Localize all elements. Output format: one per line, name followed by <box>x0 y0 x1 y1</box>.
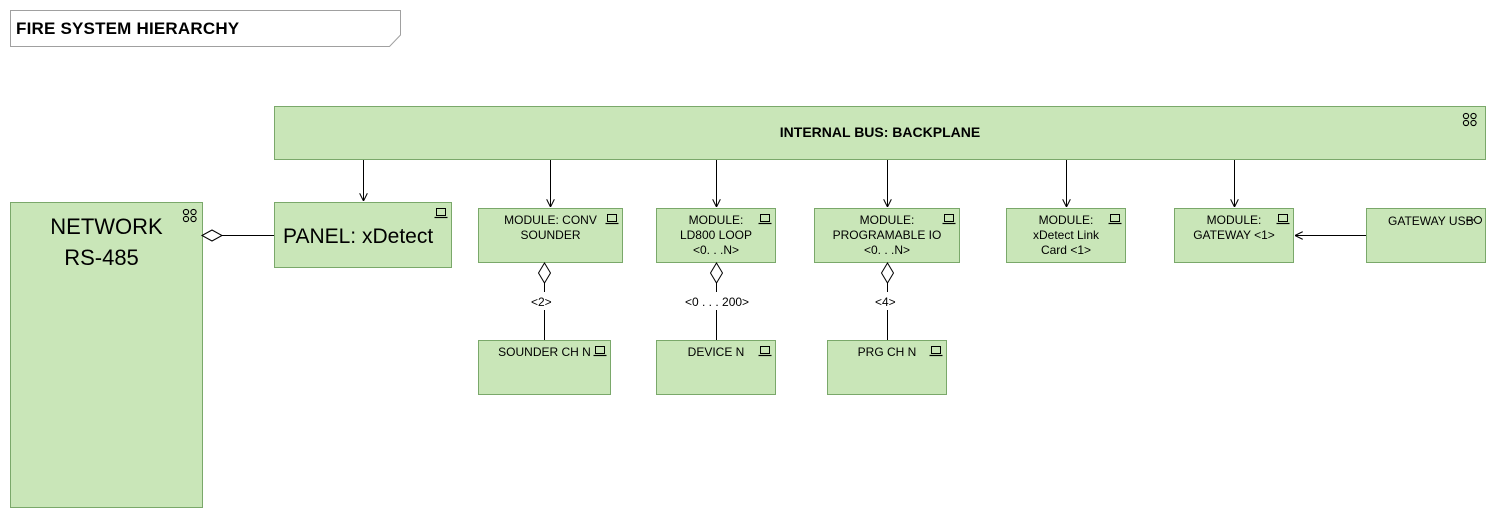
gateway-usb-node[interactable]: GATEWAY USB <box>1366 208 1486 263</box>
interface-icon <box>1466 216 1482 224</box>
device-label: DEVICE N <box>687 345 745 359</box>
gateway-module-label: MODULE: GATEWAY <1> <box>1193 213 1275 242</box>
xdetect-link-label: MODULE: xDetect Link Card <1> <box>1032 213 1100 257</box>
gateway-usb-label: GATEWAY USB <box>1388 214 1474 228</box>
programable-io-label: MODULE: PROGRAMABLE IO <0. . .N> <box>832 213 942 257</box>
sounder-aggregation-diamond <box>537 262 552 284</box>
device-icon <box>758 214 772 225</box>
network-node[interactable]: NETWORK RS-485 <box>10 202 203 508</box>
sounder-multiplicity: <2> <box>530 295 553 309</box>
conv-sounder-label: MODULE: CONV SOUNDER <box>504 213 597 242</box>
network-label: NETWORK RS-485 <box>50 214 163 270</box>
device-icon <box>605 214 619 225</box>
device-icon <box>929 346 943 357</box>
sounder-channel-node[interactable]: SOUNDER CH N <box>478 340 611 395</box>
device-icon <box>1108 214 1122 225</box>
diagram-title: FIRE SYSTEM HIERARCHY <box>16 19 240 38</box>
panel-label: PANEL: xDetect <box>283 225 434 248</box>
device-icon <box>942 214 956 225</box>
panel-node[interactable]: PANEL: xDetect <box>274 202 452 268</box>
node-icon <box>182 208 197 223</box>
node-icon <box>1462 112 1477 127</box>
device-aggregation-diamond <box>709 262 724 284</box>
xdetect-link-module-node[interactable]: MODULE: xDetect Link Card <1> <box>1006 208 1126 263</box>
device-icon <box>434 208 448 219</box>
internal-bus-node[interactable]: INTERNAL BUS: BACKPLANE <box>274 106 1486 160</box>
device-multiplicity: <0 . . . 200> <box>684 295 751 309</box>
device-icon <box>593 346 607 357</box>
ld800-loop-label: MODULE: LD800 LOOP <0. . .N> <box>679 213 753 257</box>
prg-channel-node[interactable]: PRG CH N <box>827 340 947 395</box>
conv-sounder-module-node[interactable]: MODULE: CONV SOUNDER <box>478 208 623 263</box>
network-aggregation-diamond <box>200 229 224 242</box>
prg-aggregation-diamond <box>880 262 895 284</box>
prg-channel-label: PRG CH N <box>857 345 917 359</box>
internal-bus-label: INTERNAL BUS: BACKPLANE <box>779 124 981 140</box>
programable-io-module-node[interactable]: MODULE: PROGRAMABLE IO <0. . .N> <box>814 208 960 263</box>
prg-multiplicity: <4> <box>874 295 897 309</box>
gateway-module-node[interactable]: MODULE: GATEWAY <1> <box>1174 208 1294 263</box>
device-icon <box>758 346 772 357</box>
device-icon <box>1276 214 1290 225</box>
ld800-loop-module-node[interactable]: MODULE: LD800 LOOP <0. . .N> <box>656 208 776 263</box>
device-node[interactable]: DEVICE N <box>656 340 776 395</box>
sounder-channel-label: SOUNDER CH N <box>498 345 591 359</box>
title-frame <box>10 10 401 47</box>
